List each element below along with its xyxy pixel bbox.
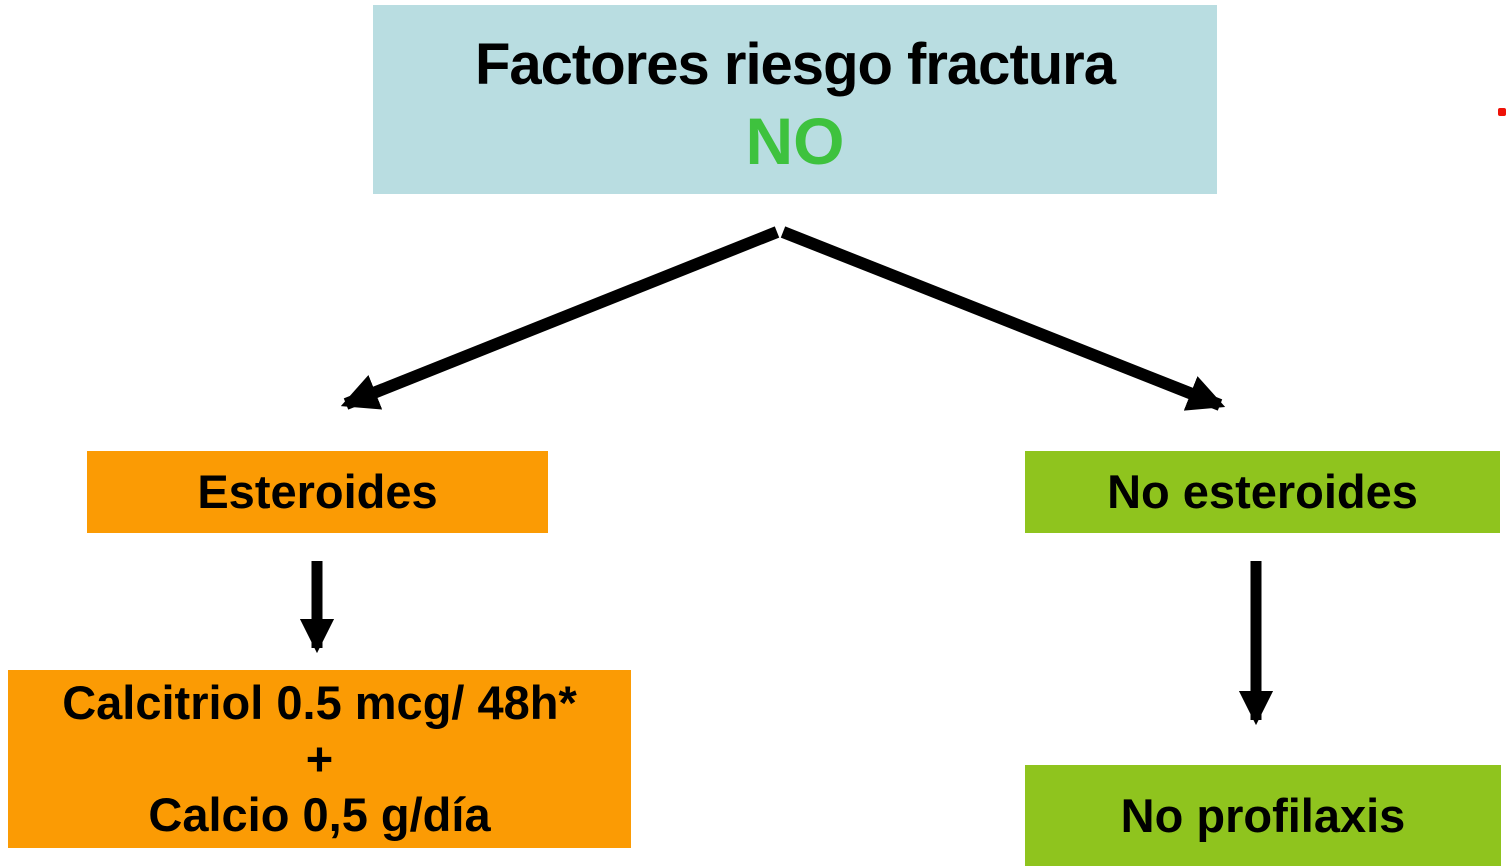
plus-sign: + xyxy=(305,732,334,785)
node-no-esteroides: No esteroides xyxy=(1025,451,1500,533)
arrow-root-to-no-esteroides xyxy=(780,226,1226,411)
calcitriol-dose-line: Calcitriol 0.5 mcg/ 48h* xyxy=(62,676,577,729)
root-node-title: Factores riesgo fractura xyxy=(474,31,1116,97)
root-node-answer-no: NO xyxy=(745,103,845,178)
node-no-esteroides-label: No esteroides xyxy=(1107,465,1418,518)
arrow-root-to-esteroides xyxy=(340,226,780,410)
node-calcitriol-calcio: Calcitriol 0.5 mcg/ 48h* + Calcio 0,5 g/… xyxy=(8,670,631,848)
node-no-profilaxis-label: No profilaxis xyxy=(1120,788,1406,842)
root-node-factores-riesgo: Factores riesgo fractura NO xyxy=(373,5,1217,194)
node-no-profilaxis: No profilaxis xyxy=(1025,765,1501,866)
node-esteroides: Esteroides xyxy=(87,451,548,533)
calcio-dose-line: Calcio 0,5 g/día xyxy=(148,788,491,841)
red-marker-dot xyxy=(1498,108,1506,116)
node-esteroides-label: Esteroides xyxy=(197,465,438,518)
